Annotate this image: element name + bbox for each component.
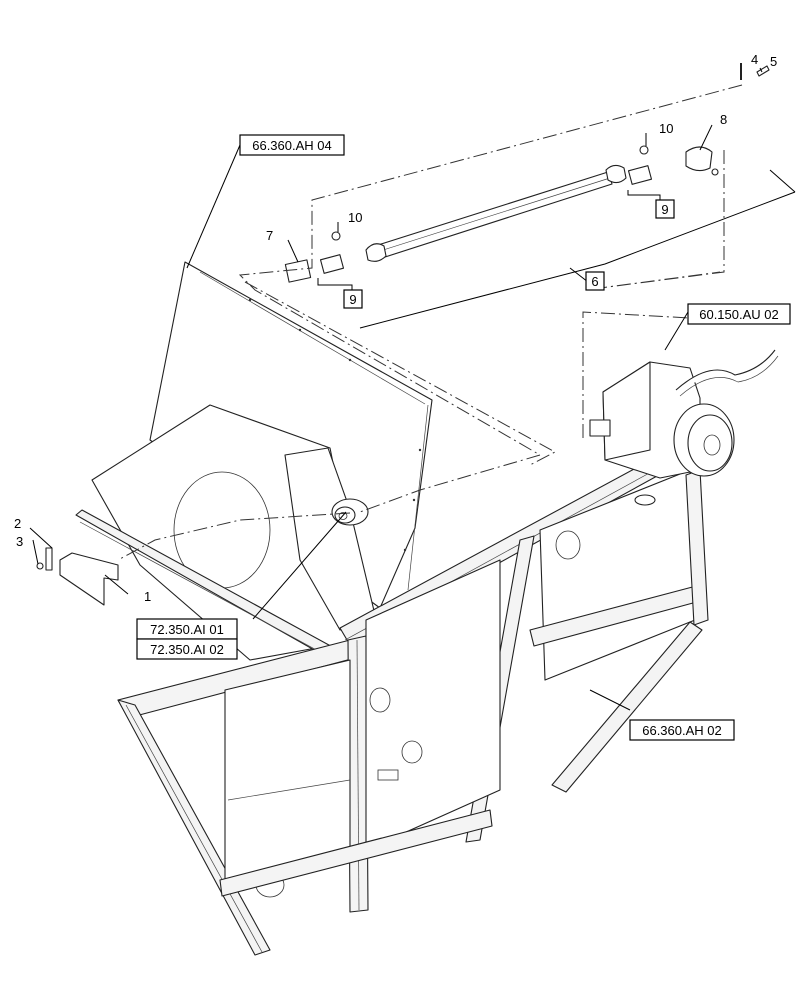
- svg-text:3: 3: [16, 534, 23, 549]
- svg-text:4: 4: [751, 52, 758, 67]
- callout-8: 8: [720, 112, 727, 127]
- callout-10-right: 10: [659, 121, 673, 136]
- callout-10-left: 10: [348, 210, 362, 225]
- svg-text:2: 2: [14, 516, 21, 531]
- svg-text:72.350.AI 01: 72.350.AI 01: [150, 622, 224, 637]
- svg-text:6: 6: [591, 274, 598, 289]
- callout-3: 3: [16, 534, 23, 549]
- svg-text:66.360.AH 02: 66.360.AH 02: [642, 723, 722, 738]
- callout-9-right: 9: [655, 199, 675, 219]
- callout-6: 6: [585, 271, 605, 291]
- svg-text:60.150.AU 02: 60.150.AU 02: [699, 307, 779, 322]
- bearing-hub: [331, 498, 369, 526]
- svg-text:9: 9: [349, 292, 356, 307]
- svg-text:10: 10: [348, 210, 362, 225]
- callout-1: 1: [144, 589, 151, 604]
- callout-2: 2: [14, 516, 21, 531]
- svg-text:1: 1: [144, 589, 151, 604]
- svg-text:10: 10: [659, 121, 673, 136]
- svg-text:66.360.AH 04: 66.360.AH 04: [252, 138, 332, 153]
- svg-text:9: 9: [661, 202, 668, 217]
- ref-66-360-ah-02[interactable]: 66.360.AH 02: [629, 719, 735, 741]
- drive-shaft-assembly: [284, 63, 770, 283]
- callout-9-left: 9: [343, 289, 363, 309]
- callout-7: 7: [266, 228, 273, 243]
- ref-66-360-ah-04[interactable]: 66.360.AH 04: [239, 134, 345, 156]
- plate-assembly: [36, 547, 119, 606]
- frame-structure: [75, 261, 709, 956]
- svg-text:72.350.AI 02: 72.350.AI 02: [150, 642, 224, 657]
- svg-text:8: 8: [720, 112, 727, 127]
- ref-72-350-ai-02[interactable]: 72.350.AI 02: [136, 638, 238, 660]
- gearbox-assembly: [589, 349, 779, 506]
- phantom-lines: [117, 84, 743, 561]
- svg-text:7: 7: [266, 228, 273, 243]
- leader-lines: [29, 67, 763, 711]
- svg-text:5: 5: [770, 54, 777, 69]
- callout-5: 5: [770, 54, 777, 69]
- ref-60-150-au-02[interactable]: 60.150.AU 02: [687, 303, 791, 325]
- callout-4: 4: [751, 52, 758, 67]
- ref-72-350-ai-01[interactable]: 72.350.AI 01: [136, 618, 238, 640]
